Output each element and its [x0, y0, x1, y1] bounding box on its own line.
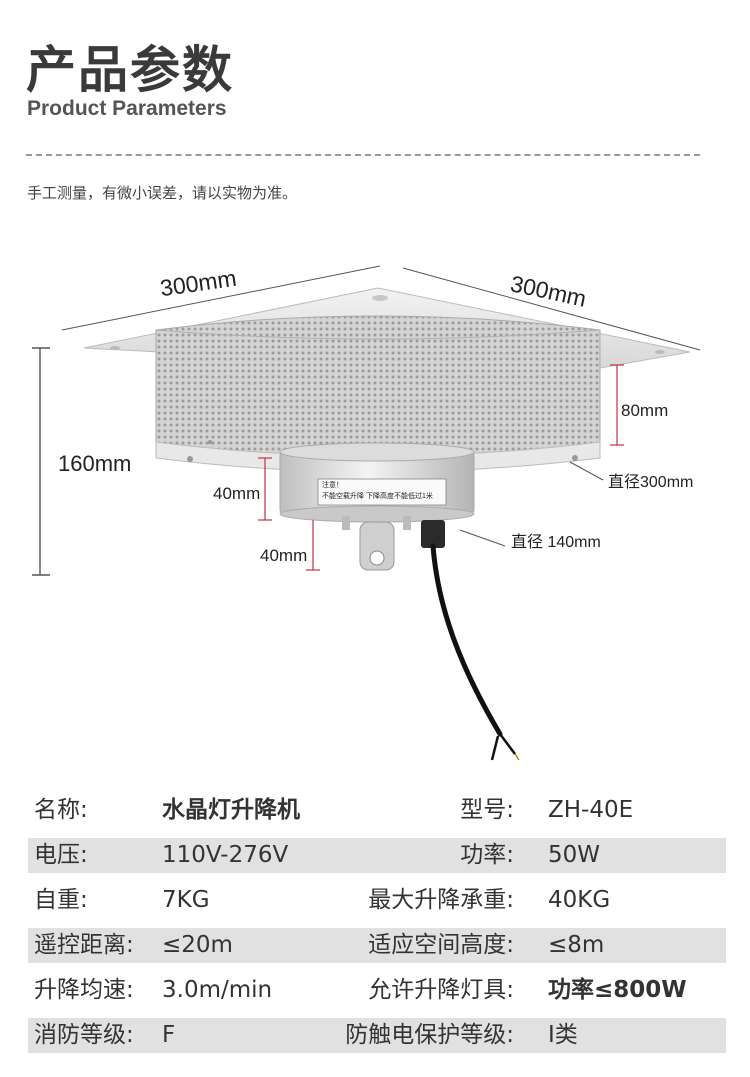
dim-height-hook: 40mm [260, 546, 308, 565]
spec-value: ZH-40E [548, 797, 634, 823]
spec-value: 110V-276V [162, 842, 289, 868]
spec-label: 遥控距离: [34, 932, 134, 958]
warning-label-line1: 注意！ [322, 482, 343, 489]
spec-row: 名称: 水晶灯升降机 型号: ZH-40E [28, 788, 726, 833]
spec-label: 名称: [34, 797, 88, 823]
spec-label: 自重: [34, 887, 88, 913]
spec-label: 升降均速: [34, 977, 134, 1003]
warning-label-line2: 不能空载升降 下降高度不能低过1米 [322, 493, 433, 500]
spec-table: 名称: 水晶灯升降机 型号: ZH-40E 电压: 110V-276V 功率: 50W 自重: 7… [28, 788, 726, 1058]
dim-diameter-motor: 直径 140mm [511, 534, 601, 551]
spec-row: 自重: 7KG 最大升降承重: 40KG [28, 878, 726, 923]
spec-value: 40KG [548, 887, 611, 913]
spec-value: 50W [548, 842, 601, 868]
spec-row: 电压: 110V-276V 功率: 50W [28, 833, 726, 878]
measurement-note: 手工测量，有微小误差，请以实物为准。 [27, 184, 298, 202]
spec-value: F [162, 1022, 176, 1048]
page-title-en: Product Parameters [27, 97, 227, 120]
dashed-divider [26, 154, 700, 156]
spec-value: 功率≤800W [548, 977, 687, 1003]
spec-label: 电压: [34, 842, 88, 868]
spec-row: 升降均速: 3.0m/min 允许升降灯具: 功率≤800W [28, 968, 726, 1013]
spec-label: 消防等级: [34, 1022, 134, 1048]
spec-value: 7KG [162, 887, 210, 913]
warning-label [317, 478, 447, 506]
cable-gland [421, 520, 445, 548]
spec-value: ≤20m [162, 932, 233, 958]
spec-value: Ⅰ类 [548, 1022, 578, 1048]
dim-height-body: 80mm [621, 401, 669, 420]
dim-diameter-body: 直径300mm [608, 474, 694, 491]
product-diagram: 300mm 300mm 160mm 80mm 40mm 40mm 直径300mm… [0, 230, 750, 780]
spec-value: ≤8m [548, 932, 605, 958]
page-title-cn: 产品参数 [26, 41, 234, 99]
spec-row: 遥控距离: ≤20m 适应空间高度: ≤8m [28, 923, 726, 968]
mesh-housing [155, 315, 601, 465]
spec-label: 功率: [460, 842, 514, 868]
lifting-hook [359, 521, 395, 571]
spec-row: 消防等级: F 防触电保护等级: Ⅰ类 [28, 1013, 726, 1058]
dim-height-motor: 40mm [213, 484, 261, 503]
dim-height-total: 160mm [58, 451, 132, 476]
spec-label: 型号: [460, 797, 514, 823]
lift-motor-illustration [32, 265, 701, 761]
power-cable [430, 543, 503, 737]
spec-label: 允许升降灯具: [368, 977, 514, 1003]
spec-label: 适应空间高度: [368, 932, 514, 958]
spec-label: 最大升降承重: [368, 887, 514, 913]
spec-value: 水晶灯升降机 [162, 797, 300, 823]
spec-label: 防触电保护等级: [345, 1022, 514, 1048]
spec-value: 3.0m/min [162, 977, 273, 1003]
